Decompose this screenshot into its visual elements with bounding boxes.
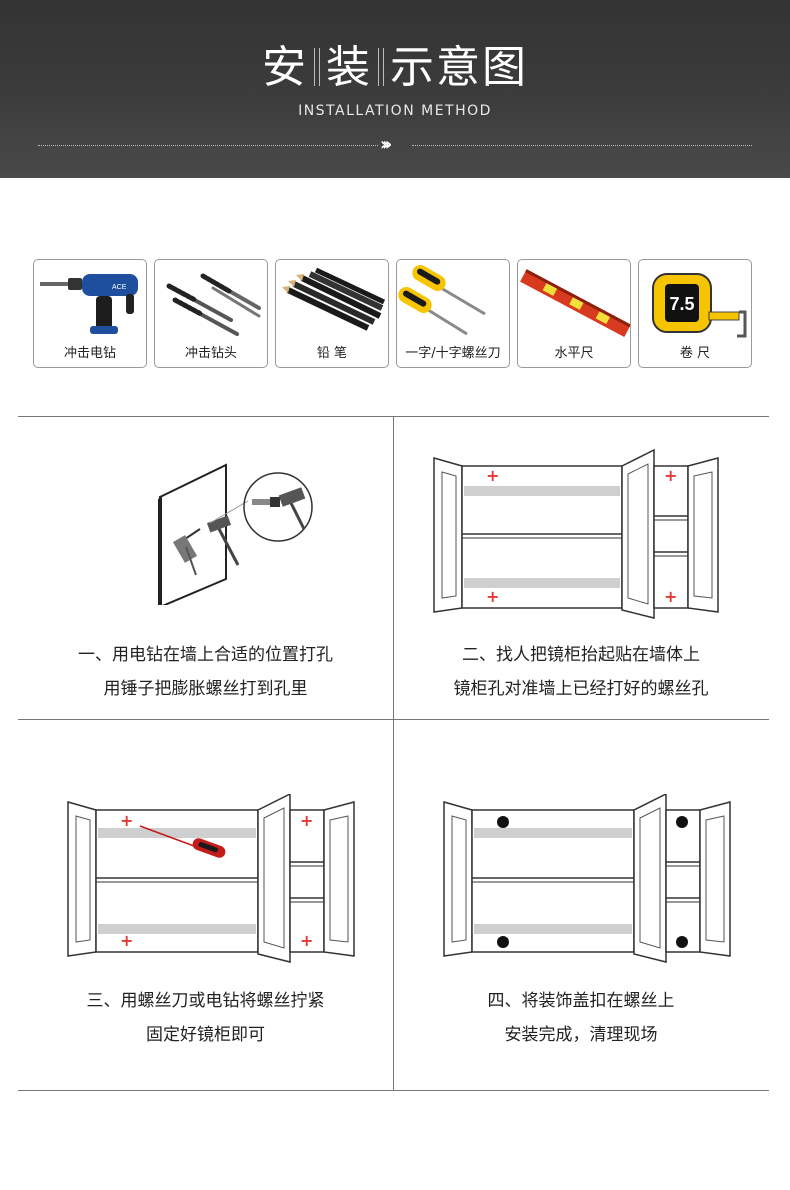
screw-hole-markers: + + + + <box>120 811 313 950</box>
step3-line2: 固定好镜柜即可 <box>146 1025 265 1045</box>
tool-card-pencils: 铅 笔 <box>275 259 389 368</box>
step4-illustration <box>443 794 731 963</box>
step1-illustration <box>158 463 313 605</box>
title-separator <box>314 48 320 86</box>
tool-card-screwdrivers: 一字/十字螺丝刀 <box>396 259 510 368</box>
tape-brand-text: 7.5 <box>669 294 694 314</box>
step2-illustration: + + + + <box>433 448 719 619</box>
step3-illustration: + + + + <box>67 794 355 963</box>
hammer-icon <box>206 515 240 566</box>
title-part-3: 示意图 <box>390 42 528 93</box>
impact-drill-icon: ACE <box>40 274 138 334</box>
step3-line1: 三、用螺丝刀或电钻将螺丝拧紧 <box>86 991 325 1011</box>
step3-caption: 三、用螺丝刀或电钻将螺丝拧紧 固定好镜柜即可 <box>18 984 393 1052</box>
screw-hole-markers: + + + + <box>486 466 677 606</box>
step2-line1: 二、找人把镜柜抬起贴在墙体上 <box>462 645 700 665</box>
drill-brand-text: ACE <box>112 284 127 291</box>
tool-label: 卷 尺 <box>679 346 711 361</box>
step4-line1: 四、将装饰盖扣在螺丝上 <box>487 991 675 1011</box>
svg-text:+: + <box>120 811 133 830</box>
step1-caption: 一、用电钻在墙上合适的位置打孔 用锤子把膨胀螺丝打到孔里 <box>18 638 393 706</box>
decorative-cap-dots <box>497 816 688 948</box>
page-title: 安装示意图 <box>0 40 790 96</box>
step4-caption: 四、将装饰盖扣在螺丝上 安装完成，清理现场 <box>393 984 769 1052</box>
tool-card-impact-drill: ACE 冲击电钻 <box>33 259 147 368</box>
grid-line-vertical <box>393 416 394 1090</box>
drill-icon <box>172 528 201 576</box>
page-subtitle: INSTALLATION METHOD <box>298 103 492 119</box>
tool-label: 一字/十字螺丝刀 <box>405 346 501 361</box>
tool-card-tape-measure: 7.5 卷 尺 <box>638 259 752 368</box>
step4-line2: 安装完成，清理现场 <box>504 1025 658 1045</box>
drill-bits-icon <box>166 273 261 336</box>
triple-chevron-right-icon: ››› <box>380 134 392 155</box>
tool-label: 冲击电钻 <box>63 346 116 361</box>
step1-line2: 用锤子把膨胀螺丝打到孔里 <box>103 679 308 699</box>
step1-line1: 一、用电钻在墙上合适的位置打孔 <box>78 645 333 665</box>
screwdriver-icon <box>139 825 226 858</box>
svg-text:+: + <box>664 587 677 606</box>
detail-magnifier-circle <box>243 472 313 542</box>
tool-label: 水平尺 <box>554 346 594 361</box>
svg-text:+: + <box>486 466 499 485</box>
spirit-level-icon <box>520 269 630 337</box>
title-part-2: 装 <box>326 42 372 93</box>
svg-text:+: + <box>300 931 313 950</box>
screwdrivers-icon <box>398 265 486 336</box>
step2-line2: 镜柜孔对准墙上已经打好的螺丝孔 <box>453 679 709 699</box>
anchor-bolt-icon <box>252 497 280 507</box>
svg-text:+: + <box>120 931 133 950</box>
divider-line-left <box>38 145 378 146</box>
title-part-1: 安 <box>262 42 308 93</box>
step2-caption: 二、找人把镜柜抬起贴在墙体上 镜柜孔对准墙上已经打好的螺丝孔 <box>393 638 769 706</box>
svg-text:+: + <box>664 466 677 485</box>
tool-label: 铅 笔 <box>316 346 348 361</box>
tool-label: 冲击钻头 <box>184 346 237 361</box>
svg-text:+: + <box>486 587 499 606</box>
tool-card-spirit-level: 水平尺 <box>517 259 631 368</box>
tool-card-drill-bits: 冲击钻头 <box>154 259 268 368</box>
grid-line-bottom <box>18 1090 769 1091</box>
title-separator <box>378 48 384 86</box>
tape-measure-icon: 7.5 <box>652 273 747 338</box>
pencils-icon <box>282 267 386 331</box>
svg-text:+: + <box>300 811 313 830</box>
divider-line-right <box>412 145 752 146</box>
header-banner: 安装示意图 INSTALLATION METHOD ››› <box>0 0 790 178</box>
